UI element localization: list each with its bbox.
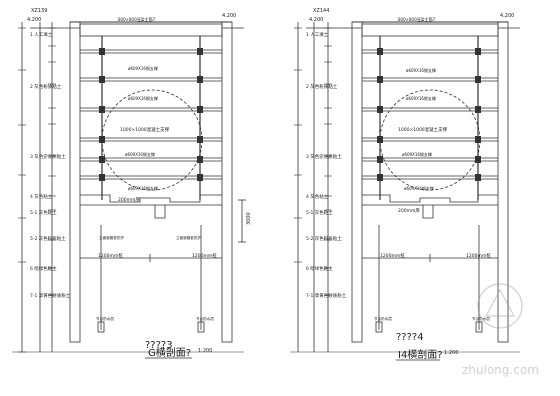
right-bottom-label-1: 节点防水层 xyxy=(374,316,392,321)
left-soil-3: 3 灰色淤泥质粘土 xyxy=(30,153,66,160)
left-pipe-3: ø609X16钢支撑 xyxy=(125,151,155,157)
right-soil-2: 2 灰色粉质粘土 xyxy=(306,83,338,90)
left-soil-5: 5-1 灰色粘土 xyxy=(30,209,57,216)
right-caption-num: ????4 xyxy=(396,332,424,343)
left-section xyxy=(12,21,246,353)
right-bottom-dim-right: 1200mm桩 xyxy=(466,252,491,259)
left-retaining-wall xyxy=(69,21,81,343)
left-pile-note-left: 立面钢管桩防护 xyxy=(99,235,125,240)
left-borehole-label: XZ139 xyxy=(31,8,47,14)
right-elev-left: 4.200 xyxy=(309,17,323,23)
left-caption: G横剖面? xyxy=(148,346,191,359)
left-bottom-label-1: 节点防水层 xyxy=(96,316,114,321)
bottom-slab xyxy=(80,194,222,203)
right-top-beam: 800×800冠梁主筋7 xyxy=(398,16,436,22)
left-labels: XZ139 4.200 4.200 800×800冠梁主筋7 ø609X16钢支… xyxy=(27,8,252,359)
right-pipe-3: ø609X16钢支撑 xyxy=(402,151,432,157)
left-scale: 1:200 xyxy=(198,348,212,354)
left-bottom-note: 200mm厚 xyxy=(118,197,140,203)
right-pipe-1: ø609X16钢支撑 xyxy=(406,67,436,73)
right-bottom-note: 200mm厚 xyxy=(398,208,420,214)
right-soil-3: 3 灰色淤泥质粘土 xyxy=(306,153,342,160)
left-bottom-dim-left: 1200mm桩 xyxy=(98,252,123,259)
left-top-beam: 800×800冠梁主筋7 xyxy=(118,16,156,22)
left-soil-2: 2 灰色粉质粘土 xyxy=(30,83,62,90)
right-soil-8: 7-1 草黄色砂质粉土 xyxy=(306,292,347,299)
right-soil-4: 4 灰色粘土 xyxy=(306,193,329,200)
right-caption: I4横剖面? xyxy=(398,348,443,361)
left-right-dim: 3000 xyxy=(246,212,252,225)
right-retaining-wall xyxy=(221,21,233,343)
right-elev-right: 4.200 xyxy=(500,13,514,19)
right-labels: XZ144 4.200 4.200 800×800冠梁主筋7 ø609X16钢支… xyxy=(306,8,514,361)
left-soil-7: 6 暗绿色粘土 xyxy=(30,265,57,272)
right-soil-7: 6 暗绿色粘土 xyxy=(306,265,333,272)
left-pipe-2: ø609X16钢支撑 xyxy=(128,95,158,101)
left-pile-note-right: 立面钢管桩防护 xyxy=(176,235,202,240)
left-elev-right: 4.200 xyxy=(222,13,236,19)
right-bottom-dim-left: 1200mm桩 xyxy=(380,252,405,259)
left-caption-num: ????3 xyxy=(145,340,173,351)
right-pipe-2: ø609X16钢支撑 xyxy=(406,95,436,101)
right-section xyxy=(290,21,520,353)
right-bottom-label-2: 节点防水层 xyxy=(472,316,490,321)
right-scale: 1:200 xyxy=(444,350,458,356)
left-soil-1: 1 人工填土 xyxy=(30,31,53,38)
left-soil-6: 5-2 灰色粉质粘土 xyxy=(30,235,66,242)
left-soil-4: 4 灰色粘土 xyxy=(30,193,53,200)
watermark-logo: zhulong.com xyxy=(462,283,539,377)
left-pipe-1: ø609X16钢支撑 xyxy=(128,65,158,71)
left-soil-8: 7-1 草黄色砂质粉土 xyxy=(30,292,71,299)
right-soil-5: 5-1 灰色粘土 xyxy=(306,209,333,216)
left-core-label: 1000×1000混凝土支撑 xyxy=(120,126,170,133)
watermark-text: zhulong.com xyxy=(462,363,539,377)
left-elev-left: 4.200 xyxy=(27,17,41,23)
left-bottom-dim-right: 1200mm桩 xyxy=(192,252,217,259)
right-pipe-4: ø609X16钢支撑 xyxy=(404,185,434,191)
right-borehole-label: XZ144 xyxy=(313,8,329,14)
right-core-label: 1000×1000混凝土支撑 xyxy=(398,126,448,133)
crown-beam xyxy=(79,23,223,37)
right-soil-1: 1 人工填土 xyxy=(306,31,329,38)
tunnel-outline xyxy=(101,89,203,191)
right-soil-6: 5-2 灰色粉质粘土 xyxy=(306,235,342,242)
left-bottom-label-2: 节点防水层 xyxy=(196,316,214,321)
left-pipe-4: ø609X16钢支撑 xyxy=(128,185,158,191)
